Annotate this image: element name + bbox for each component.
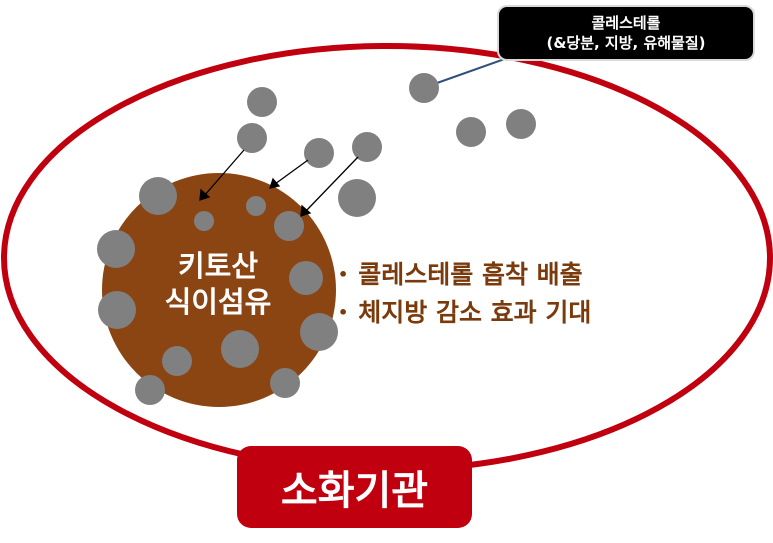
absorption-arrow — [203, 149, 245, 197]
callout-subtitle: (&당분, 지방, 유해물질) — [546, 34, 706, 52]
particle — [135, 375, 165, 405]
particle — [139, 177, 177, 215]
effects-list: • 콜레스테롤 흡착 배출 • 체지방 감소 효과 기대 — [338, 256, 591, 332]
particle — [289, 261, 323, 295]
absorption-arrow — [304, 156, 359, 213]
particle — [162, 346, 192, 376]
bullet: • — [338, 265, 349, 284]
digestive-organ-label: 소화기관 — [237, 446, 472, 528]
callout-title: 콜레스테롤 — [591, 14, 661, 32]
organ-label-text: 소화기관 — [280, 468, 429, 514]
cholesterol-callout: 콜레스테롤 (&당분, 지방, 유해물질) — [497, 5, 755, 61]
effect-text: 체지방 감소 효과 기대 — [358, 298, 592, 327]
particle — [274, 211, 304, 241]
particle — [304, 138, 334, 168]
particle — [270, 368, 300, 398]
cholesterol-particle — [409, 73, 439, 103]
particle — [97, 230, 135, 268]
effect-text: 콜레스테롤 흡착 배출 — [358, 260, 583, 289]
particle — [237, 123, 267, 153]
bullet: • — [338, 303, 349, 322]
arrowhead — [199, 188, 211, 201]
particle — [300, 313, 338, 351]
effect-item: • 체지방 감소 효과 기대 — [338, 294, 591, 332]
fiber-label: 키토산 식이섬유 — [118, 248, 318, 320]
arrowhead — [269, 177, 281, 189]
absorption-arrows — [199, 149, 359, 217]
particle — [221, 330, 259, 368]
particle — [98, 291, 136, 329]
particle — [456, 117, 486, 147]
particle — [194, 211, 214, 231]
particle — [506, 109, 536, 139]
particle — [352, 132, 382, 162]
effect-item: • 콜레스테롤 흡착 배출 — [338, 256, 591, 294]
absorption-arrow — [274, 159, 309, 185]
fiber-label-line2: 식이섬유 — [164, 285, 272, 319]
fiber-label-line1: 키토산 — [177, 249, 259, 283]
arrowhead — [300, 204, 312, 217]
particle — [247, 87, 277, 117]
particle — [246, 196, 266, 216]
particle — [338, 179, 376, 217]
